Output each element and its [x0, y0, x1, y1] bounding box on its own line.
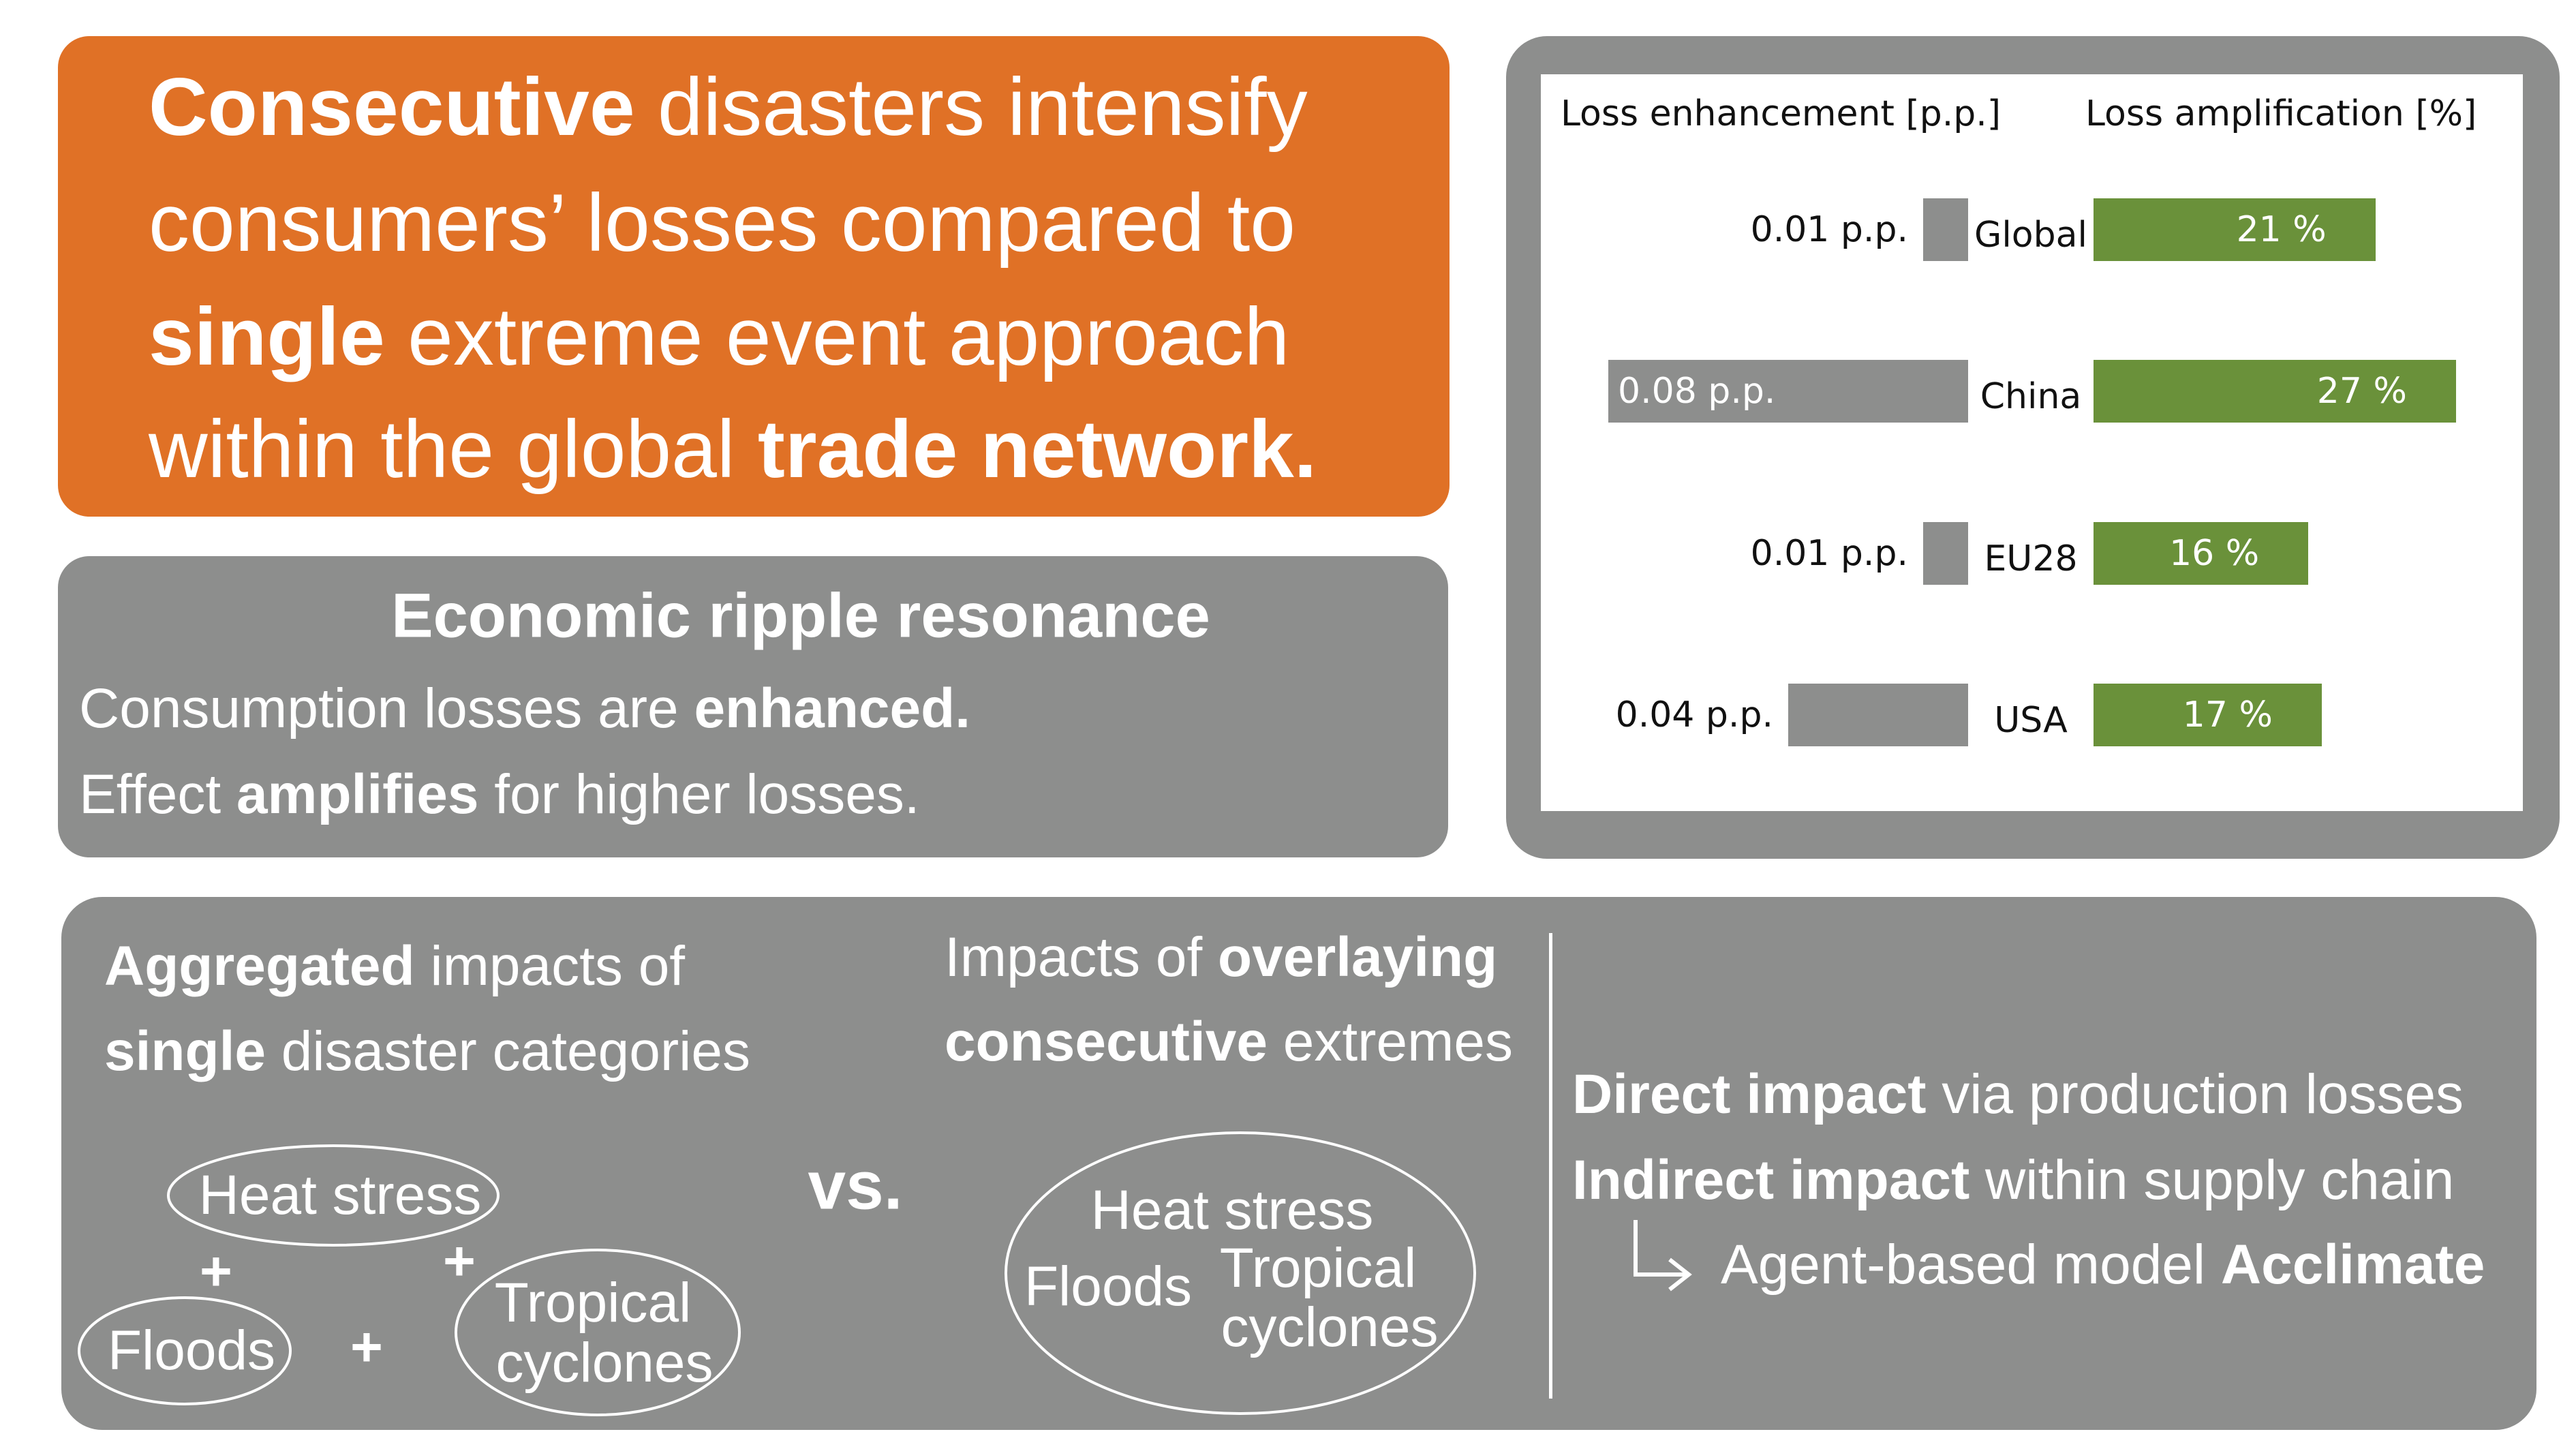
divider — [1549, 933, 1552, 1399]
aggregated-line-1: Aggregated impacts of — [104, 934, 685, 998]
text: via production losses — [1926, 1063, 2464, 1125]
indirect-impact-line: Indirect impact within supply chain — [1572, 1148, 2454, 1212]
enhancement-label: 0.01 p.p. — [1750, 209, 1908, 250]
text: impacts of — [414, 935, 686, 997]
plus-sign: + — [443, 1230, 476, 1292]
ripple-line-2: Effect amplifies for higher losses. — [79, 763, 920, 827]
headline-line-4: within the global trade network. — [149, 402, 1317, 496]
ripple-bold: enhanced. — [694, 677, 971, 739]
right-axis-header: Loss amplification [%] — [2085, 93, 2477, 134]
text: Agent-based model — [1721, 1234, 2221, 1296]
enhancement-label: 0.04 p.p. — [1615, 695, 1773, 735]
amplification-bar — [2094, 522, 2309, 585]
vs-label: vs. — [808, 1147, 903, 1224]
enhancement-bar — [1788, 684, 1968, 746]
enhancement-label: 0.01 p.p. — [1750, 533, 1908, 574]
enhancement-bar — [1608, 360, 1968, 423]
bold-text: overlaying — [1218, 926, 1498, 988]
bold-text: single — [104, 1020, 266, 1082]
category-label: Global — [1974, 215, 2087, 256]
category-label: China — [1980, 376, 2082, 417]
headline-text: disasters intensify — [634, 61, 1308, 153]
direct-impact-line: Direct impact via production losses — [1572, 1063, 2464, 1127]
cyclones-label: cyclones — [495, 1332, 714, 1394]
headline-text: extreme event approach — [384, 291, 1290, 382]
bold-text: Indirect impact — [1572, 1149, 1970, 1211]
category-label: EU28 — [1984, 538, 2078, 579]
amplification-label: 16 % — [2169, 533, 2260, 574]
amplification-bar — [2094, 198, 2376, 261]
heat-stress-label: Heat stress — [198, 1164, 482, 1226]
ripple-panel — [58, 556, 1448, 857]
heat-stress-ellipse — [167, 1144, 500, 1247]
tropical-cyclones-ellipse — [455, 1249, 741, 1416]
bold-text: Aggregated — [104, 935, 415, 997]
chart-area — [1541, 74, 2523, 811]
ripple-text: Consumption losses are — [79, 677, 694, 739]
ripple-title: Economic ripple resonance — [391, 581, 1210, 651]
headline-bold: Consecutive — [149, 61, 635, 153]
text: Impacts of — [945, 926, 1218, 988]
floods-label: Floods — [107, 1320, 276, 1382]
amplification-label: 17 % — [2182, 695, 2273, 735]
bold-text: Direct impact — [1572, 1063, 1927, 1125]
text: disaster categories — [265, 1020, 750, 1082]
category-label: USA — [1994, 700, 2068, 741]
aggregated-line-2: single disaster categories — [104, 1020, 750, 1084]
headline-bold: trade network. — [757, 403, 1317, 495]
combined-heat-label: Heat stress — [1090, 1179, 1374, 1241]
floods-ellipse — [78, 1296, 292, 1405]
method-panel — [61, 897, 2536, 1430]
model-line: Agent-based model Acclimate — [1721, 1233, 2485, 1297]
combined-tropical-label: Tropical — [1219, 1237, 1417, 1299]
headline-panel — [58, 36, 1450, 517]
amplification-label: 21 % — [2236, 209, 2327, 250]
enhancement-label: 0.08 p.p. — [1618, 371, 1776, 412]
overlaying-line-1: Impacts of overlaying — [945, 926, 1497, 990]
text: within supply chain — [1969, 1149, 2455, 1211]
text: extremes — [1267, 1011, 1513, 1073]
arrow-icon — [1634, 1220, 1692, 1292]
amplification-label: 27 % — [2316, 371, 2407, 412]
amplification-bar — [2094, 360, 2456, 423]
plus-sign: + — [200, 1240, 232, 1302]
combined-ellipse — [1005, 1131, 1476, 1415]
ripple-bold: amplifies — [236, 763, 479, 825]
combined-floods-label: Floods — [1024, 1255, 1193, 1317]
left-axis-header: Loss enhancement [p.p.] — [1561, 93, 2002, 134]
headline-bold: single — [149, 291, 385, 382]
bold-text: consecutive — [945, 1011, 1268, 1073]
headline-line-3: single extreme event approach — [149, 290, 1289, 384]
bold-text: Acclimate — [2220, 1234, 2485, 1296]
tropical-label: Tropical — [494, 1272, 692, 1334]
enhancement-bar — [1923, 522, 1968, 585]
headline-text: within the global — [149, 403, 758, 495]
ripple-text: Effect — [79, 763, 236, 825]
combined-cyclones-label: cyclones — [1221, 1296, 1439, 1358]
enhancement-bar — [1923, 198, 1968, 261]
ripple-line-1: Consumption losses are enhanced. — [79, 677, 970, 741]
headline-line-2: consumers’ losses compared to — [149, 177, 1295, 269]
overlaying-line-2: consecutive extremes — [945, 1010, 1513, 1074]
plus-sign: + — [350, 1316, 383, 1378]
headline-line-1: Consecutive disasters intensify — [149, 60, 1308, 154]
ripple-text: for higher losses. — [478, 763, 920, 825]
amplification-bar — [2094, 684, 2322, 746]
